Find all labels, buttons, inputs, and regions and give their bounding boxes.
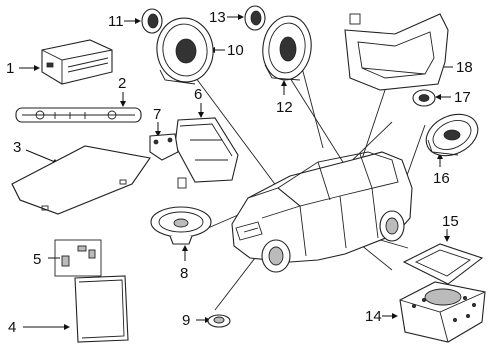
midrange-speaker: [156, 17, 214, 85]
midrange-speaker-right: [262, 15, 312, 81]
tweeter-right: [244, 5, 266, 31]
amplifier-module: [174, 117, 239, 189]
control-panel: [15, 107, 142, 123]
callout-13: 13: [209, 9, 226, 26]
callout-4: 4: [8, 319, 16, 336]
callout-14: 14: [365, 308, 382, 325]
speaker-bezel: [344, 13, 449, 91]
callout-1: 1: [6, 60, 14, 77]
callout-2: 2: [118, 75, 126, 92]
callout-10: 10: [227, 42, 244, 59]
door-speaker-front: [150, 206, 212, 245]
small-speaker-dash: [207, 314, 231, 328]
callout-8: 8: [180, 265, 188, 282]
callout-12: 12: [276, 99, 293, 116]
rear-speaker: [425, 113, 479, 157]
display-screen: [74, 275, 129, 343]
callout-6: 6: [194, 86, 202, 103]
amplifier-cover: [11, 145, 151, 215]
callout-9: 9: [182, 312, 190, 329]
callout-17: 17: [454, 89, 471, 106]
callout-11: 11: [108, 13, 124, 30]
tweeter-left: [141, 8, 163, 34]
clips: [54, 239, 102, 277]
subwoofer-grille: [402, 243, 484, 285]
callout-16: 16: [433, 170, 450, 187]
callout-15: 15: [442, 213, 459, 230]
callout-7: 7: [153, 106, 161, 123]
vehicle-illustration: [231, 151, 413, 273]
callout-3: 3: [13, 139, 21, 156]
callout-labels: 1 2 3 4 5 6 7 8 9 10 11 12 13 14 15 16 1…: [6, 9, 473, 336]
rear-tweeter: [412, 89, 436, 107]
callout-5: 5: [33, 251, 41, 268]
radio-receiver: [41, 39, 113, 85]
subwoofer: [399, 281, 486, 343]
bracket: [149, 133, 179, 161]
callout-18: 18: [456, 59, 473, 76]
